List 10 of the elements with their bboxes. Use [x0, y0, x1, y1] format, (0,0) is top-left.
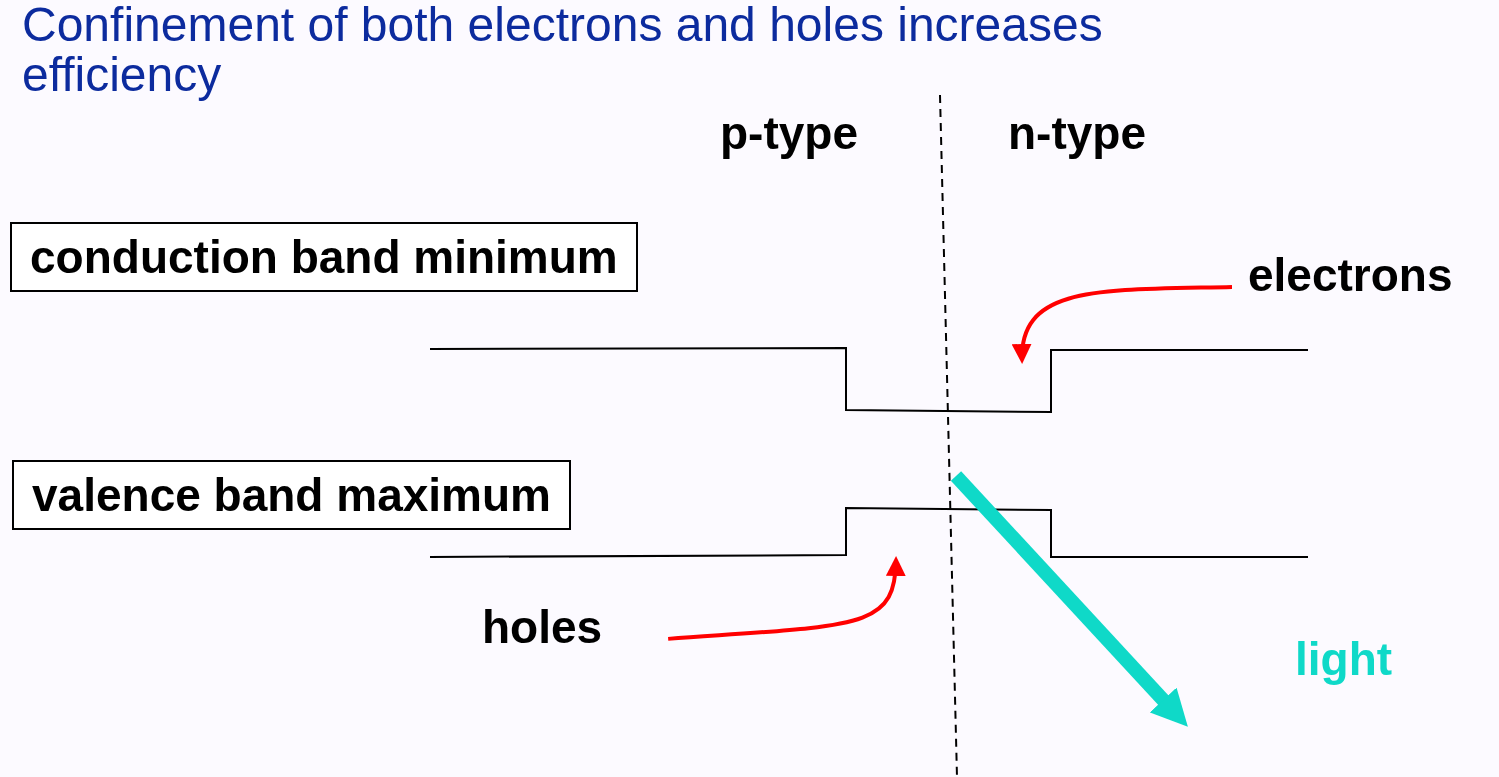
carrier-label: holes: [482, 600, 603, 654]
light-label: light: [1295, 632, 1393, 686]
leader-arrow: [1013, 284, 1233, 364]
leader-arrow: [668, 556, 905, 641]
label-box: conduction band minimum: [10, 222, 638, 292]
label-box: valence band maximum: [12, 460, 571, 530]
slide-title: Confinement of both electrons and holes increases efficiency: [22, 0, 1104, 100]
region-label: p-type: [720, 106, 858, 160]
region-label: n-type: [1008, 106, 1146, 160]
carrier-label: electrons: [1248, 248, 1453, 302]
